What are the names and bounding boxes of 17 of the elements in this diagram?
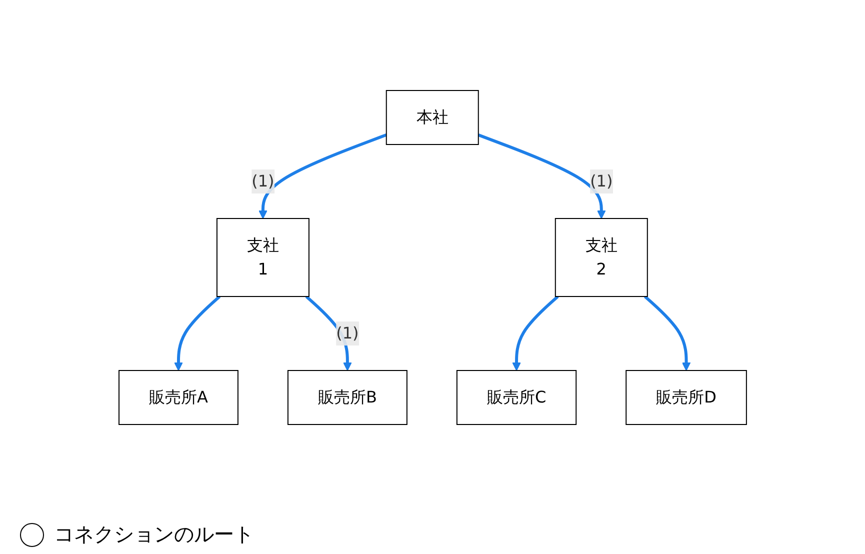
node-box: 販売所C bbox=[456, 370, 576, 425]
edge-label: (1) bbox=[590, 172, 613, 190]
node-box: 支社 2 bbox=[554, 218, 648, 297]
arrow bbox=[174, 295, 220, 371]
node-box: 本社 bbox=[386, 90, 479, 145]
arrow bbox=[305, 295, 352, 371]
edge-label: (1) bbox=[251, 172, 274, 190]
node-box: 販売所D bbox=[625, 370, 747, 425]
legend-text: コネクションのルート bbox=[54, 521, 254, 548]
edge-label: (1) bbox=[336, 324, 359, 342]
node-box: 販売所B bbox=[287, 370, 408, 425]
arrow bbox=[644, 295, 690, 371]
node-box: 販売所A bbox=[118, 370, 238, 425]
arrow bbox=[258, 133, 387, 219]
node-box: 支社 1 bbox=[216, 218, 310, 297]
arrow bbox=[512, 295, 559, 371]
arrow bbox=[478, 134, 606, 219]
